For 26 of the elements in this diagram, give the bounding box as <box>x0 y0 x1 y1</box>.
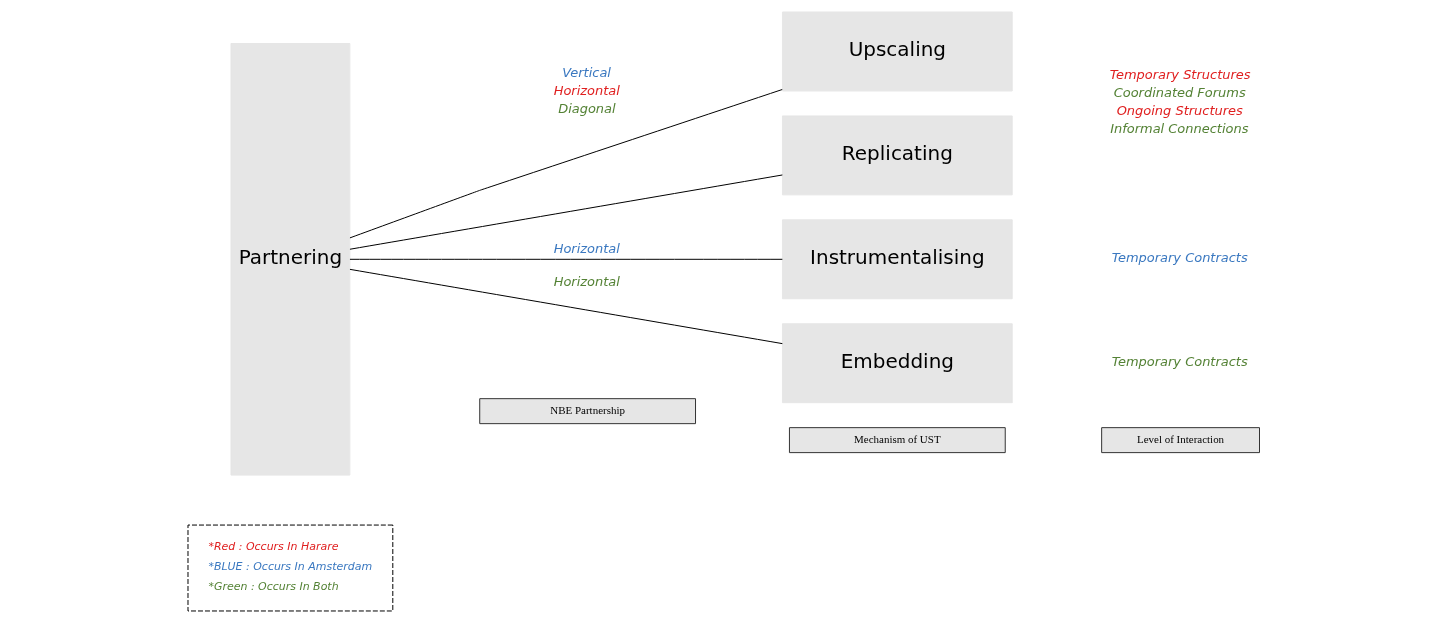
label: Horizontal <box>553 240 620 256</box>
node-box: Mechanism of UST <box>788 427 1006 454</box>
label: Coordinated Forums <box>1113 84 1246 100</box>
node-box: Partnering <box>230 43 351 476</box>
node-box: NBE Partnership <box>479 398 697 425</box>
label: Ongoing Structures <box>1116 102 1243 118</box>
connector <box>349 258 783 260</box>
node-box: Replicating <box>781 115 1013 196</box>
connector <box>349 89 783 239</box>
legend-label: *Red : Occurs In Harare <box>208 539 339 553</box>
label: Temporary Contracts <box>1111 249 1248 265</box>
node-box: Upscaling <box>781 11 1013 92</box>
label: Temporary Structures <box>1109 66 1251 82</box>
label: Diagonal <box>558 100 616 116</box>
legend-label: *BLUE : Occurs In Amsterdam <box>208 559 373 573</box>
node-box: Level of Interaction <box>1101 427 1260 454</box>
connector <box>349 268 783 345</box>
node-box: Embedding <box>781 323 1013 404</box>
label: Horizontal <box>553 82 620 98</box>
connector <box>349 174 783 250</box>
label: Horizontal <box>553 273 620 289</box>
label: Temporary Contracts <box>1111 353 1248 369</box>
node-box: Instrumentalising <box>781 219 1013 300</box>
label: Vertical <box>562 64 611 80</box>
label: Informal Connections <box>1110 120 1249 136</box>
legend-label: *Green : Occurs In Both <box>208 579 339 593</box>
